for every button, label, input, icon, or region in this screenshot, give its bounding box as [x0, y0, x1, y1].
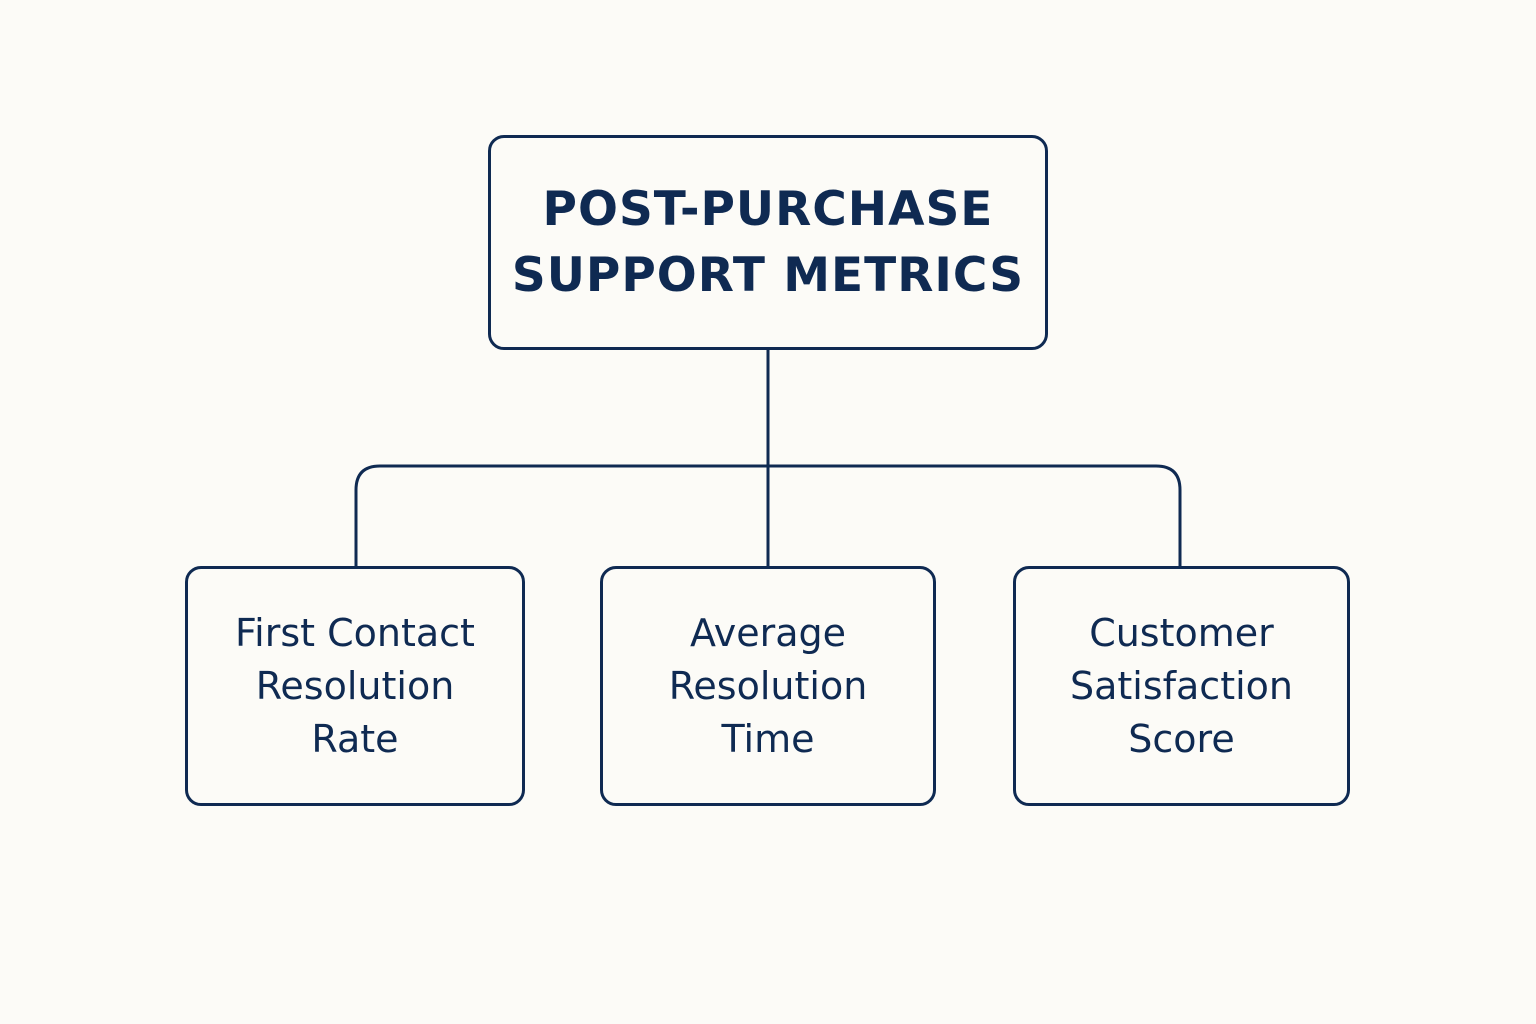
connector-branch-bar [354, 464, 1182, 566]
child-node-label: Customer Satisfaction Score [1069, 610, 1293, 761]
child-node-average-resolution-time: Average Resolution Time [600, 566, 936, 806]
child-node-label: Average Resolution Time [668, 610, 868, 761]
child-node-label: First Contact Resolution Rate [235, 610, 475, 761]
child-node-first-contact-resolution-rate: First Contact Resolution Rate [185, 566, 525, 806]
root-node: POST-PURCHASE SUPPORT METRICS [488, 135, 1048, 350]
root-node-label: POST-PURCHASE SUPPORT METRICS [511, 181, 1025, 303]
child-node-customer-satisfaction-score: Customer Satisfaction Score [1013, 566, 1350, 806]
